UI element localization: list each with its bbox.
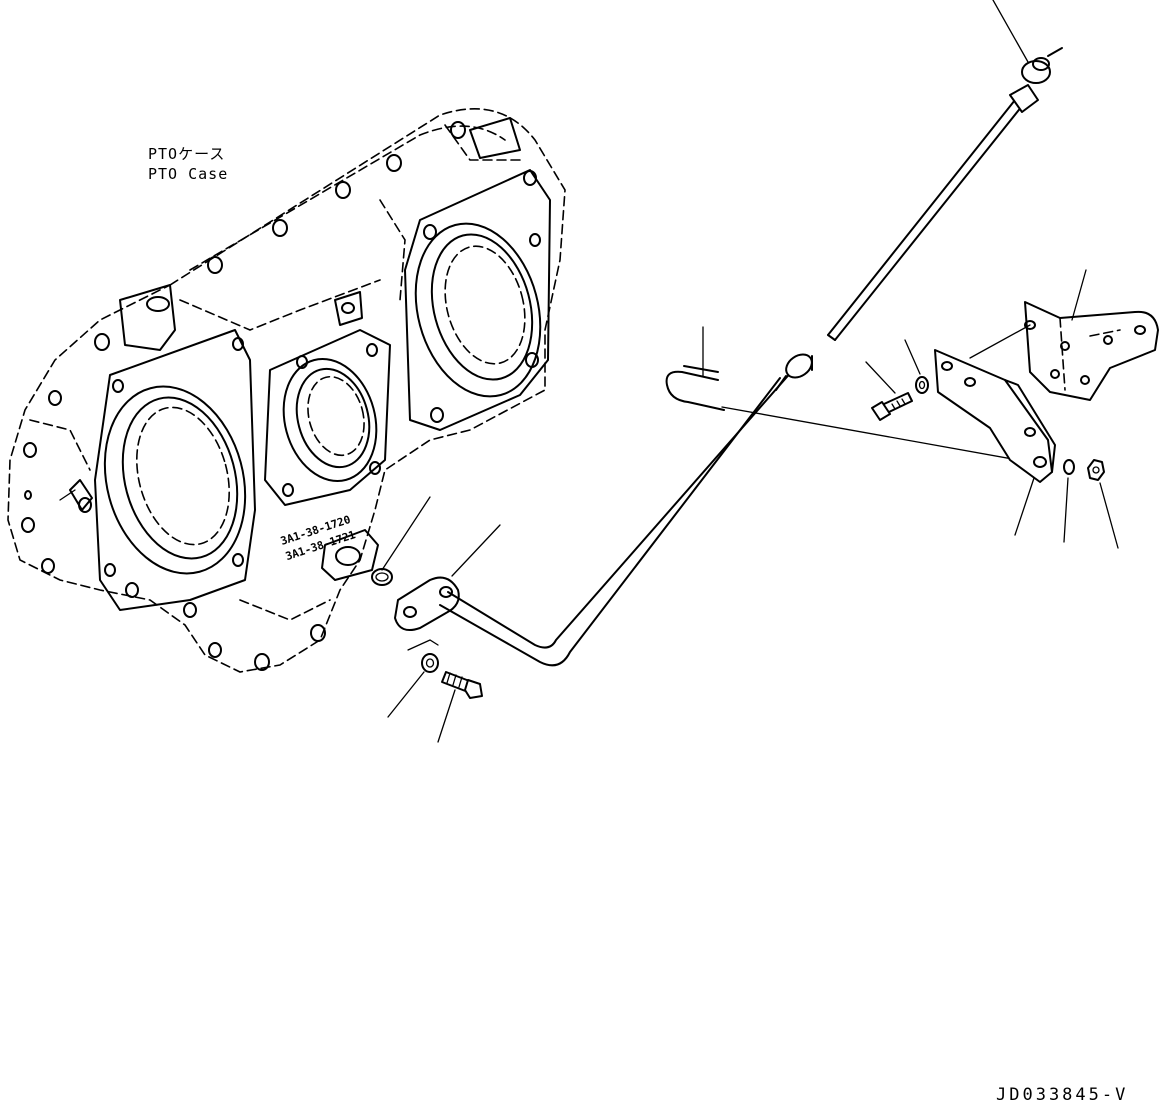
pipe-clip [665,326,725,411]
case-marking: 3A1-38-1720 3A1-38-1721 [279,513,358,563]
drawing-code: JD033845-V [996,1085,1129,1105]
bracket-washer [904,339,929,394]
oil-pipe [394,353,1036,667]
nut [1087,459,1119,549]
pto-case-label-en: PTO Case [148,165,229,183]
pipe-flange [394,576,460,631]
lock-washer [1063,459,1075,543]
right-bore-flange [404,169,551,431]
o-ring [371,496,431,586]
flange-washer [387,639,439,718]
case-oil-port-pad [321,529,379,581]
bracket-bolt [865,361,913,421]
pto-case [7,108,566,673]
flange-bolt [437,671,483,743]
case-bolt-holes [21,121,541,671]
pto-case-label-jp: PTOケース [148,145,226,163]
left-bore-flange [94,329,256,611]
middle-bore-flange [264,329,391,506]
lower-bracket [934,349,1056,536]
pto-case-outline [7,108,566,673]
oil-level-gauge [827,0,1063,341]
upper-bracket [969,269,1159,401]
